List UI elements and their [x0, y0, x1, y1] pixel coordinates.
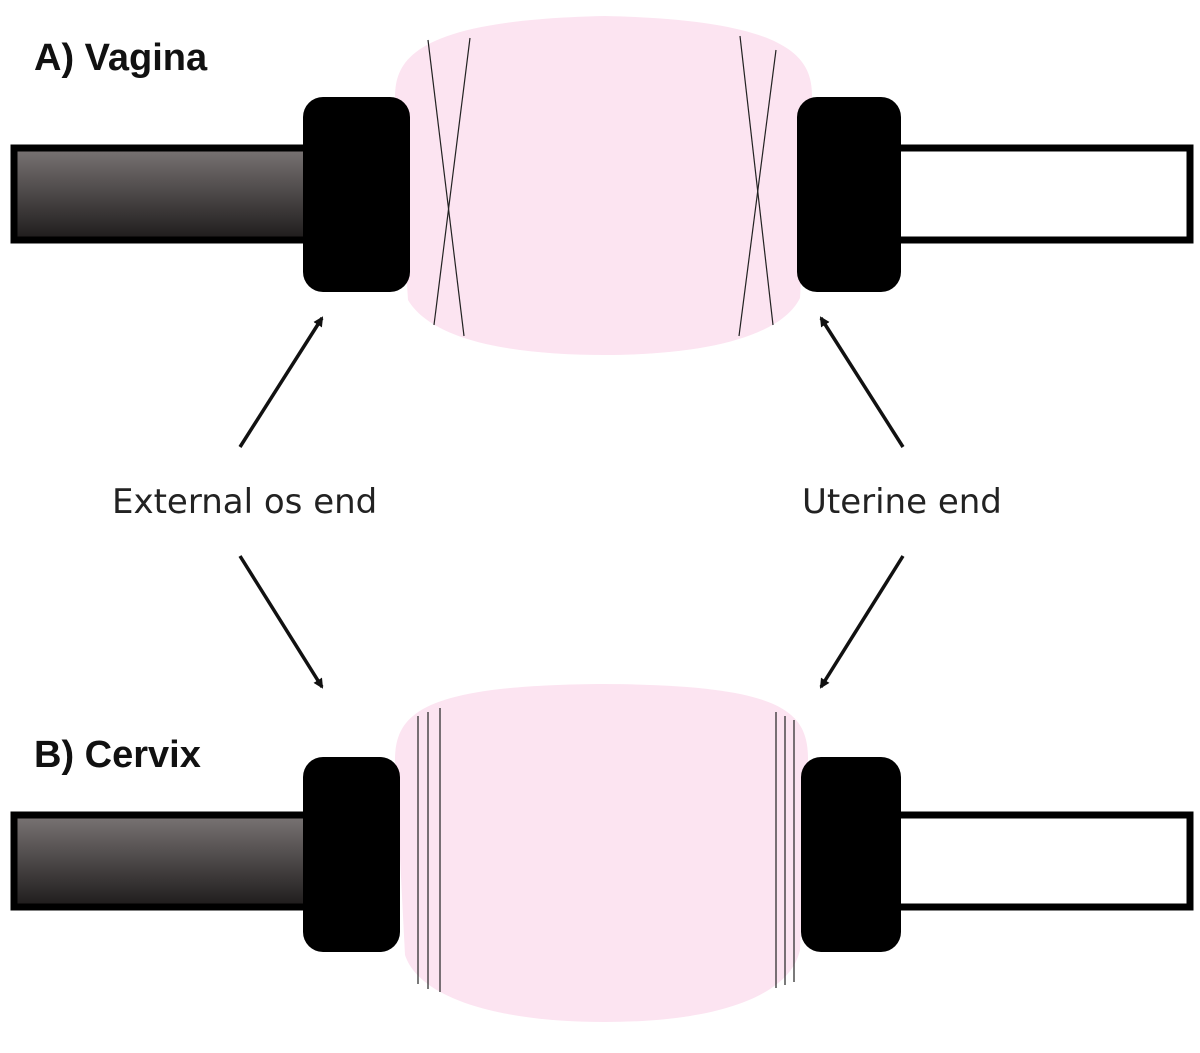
- external-os-rod: [10, 144, 312, 244]
- external-os-rod: [10, 811, 312, 911]
- arrow-to-cervix-uterine: [819, 555, 905, 689]
- external-os-clamp: [303, 97, 410, 292]
- panel-a-label: A) Vagina: [34, 37, 208, 79]
- uterine-end-label: Uterine end: [802, 482, 1002, 522]
- uterine-clamp: [797, 97, 901, 292]
- panel-b-label: B) Cervix: [34, 734, 201, 776]
- external-os-clamp: [303, 757, 400, 952]
- cervical-tissue: [395, 684, 808, 1022]
- uterine-rod: [891, 811, 1194, 911]
- uterine-clamp: [801, 757, 901, 952]
- arrow-to-cervix-external-os: [238, 555, 324, 689]
- arrow-to-vagina-uterine: [819, 316, 905, 448]
- tissue-fiber-lines: [417, 708, 795, 992]
- uterine-rod: [891, 144, 1194, 244]
- panel-vagina: A) Vagina: [10, 16, 1194, 355]
- vaginal-tissue: [395, 16, 812, 355]
- panel-cervix: B) Cervix: [10, 684, 1194, 1022]
- tissue-fiber-lines: [427, 35, 777, 337]
- annotations: External os end Uterine end: [112, 316, 1002, 689]
- external-os-end-label: External os end: [112, 482, 377, 522]
- arrow-to-vagina-external-os: [238, 316, 324, 448]
